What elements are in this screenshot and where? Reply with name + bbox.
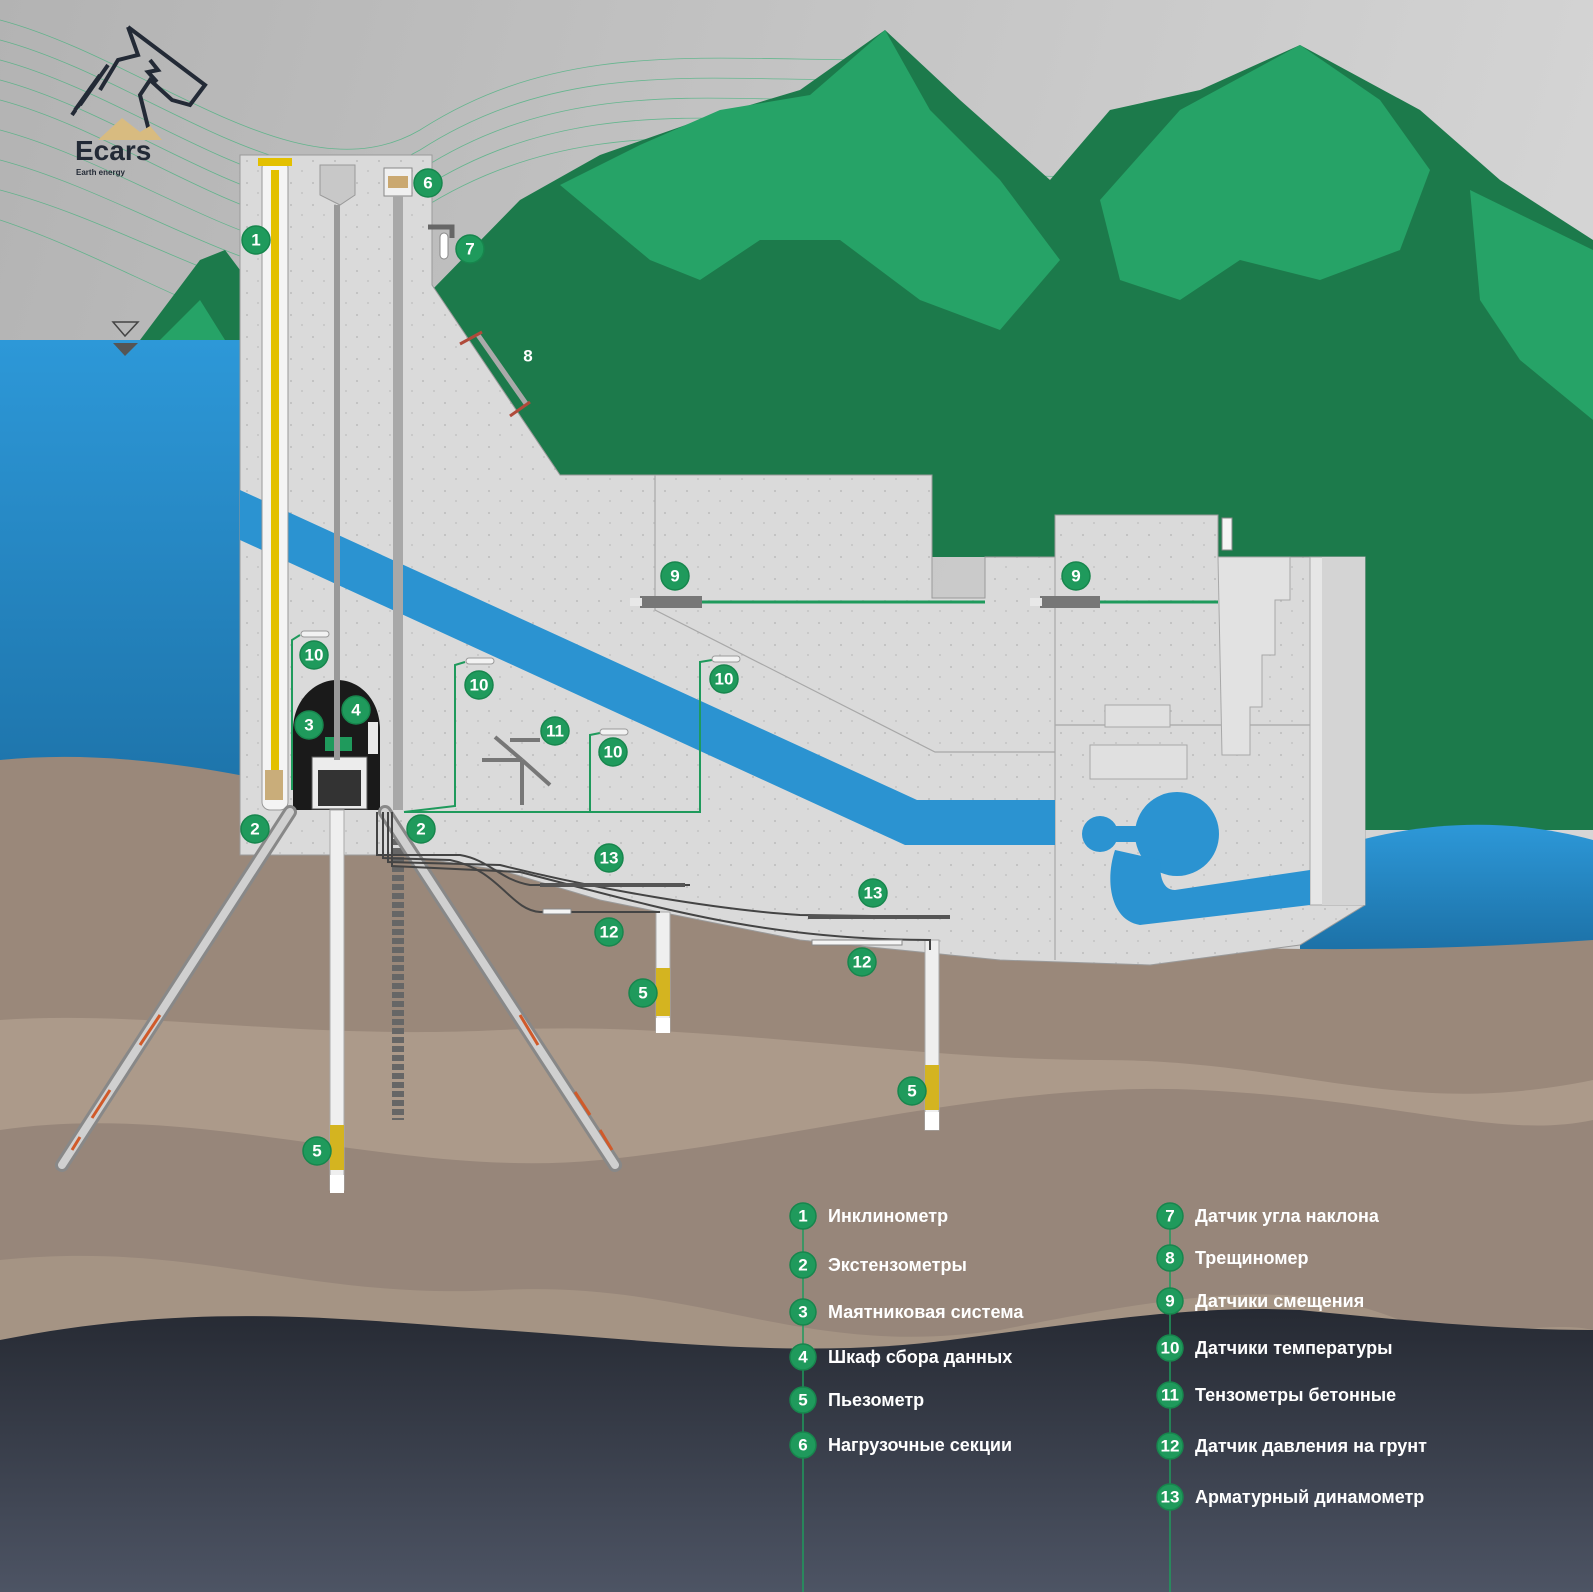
svg-text:12: 12 — [853, 953, 872, 972]
svg-text:6: 6 — [423, 174, 432, 193]
marker-10: 10 — [709, 664, 739, 694]
legend-item: 1 Инклинометр — [789, 1202, 948, 1230]
legend-item: 3 Маятниковая система — [789, 1298, 1024, 1326]
logo-name: Ecars — [75, 135, 151, 166]
horse-logo-icon — [70, 25, 208, 136]
powerhouse-wall — [1217, 556, 1291, 756]
legend-item: 4 Шкаф сбора данных — [789, 1343, 1012, 1371]
marker-5: 5 — [628, 978, 658, 1008]
marker-12: 12 — [847, 947, 877, 977]
svg-text:2: 2 — [250, 820, 259, 839]
marker-2: 2 — [240, 814, 270, 844]
legend-item: 7 Датчик угла наклона — [1156, 1202, 1380, 1230]
svg-text:Датчик угла наклона: Датчик угла наклона — [1195, 1206, 1380, 1226]
svg-text:3: 3 — [304, 716, 313, 735]
legend-item: 2 Экстензометры — [789, 1251, 967, 1279]
diagram-markers: 1 6 7 8 9 9 10 10 10 10 11 3 4 2 2 13 13… — [240, 168, 1091, 1166]
svg-text:1: 1 — [798, 1207, 807, 1226]
svg-text:Пьезометр: Пьезометр — [828, 1390, 924, 1410]
marker-4: 4 — [341, 695, 371, 725]
svg-text:Арматурный динамометр: Арматурный динамометр — [1195, 1487, 1424, 1507]
legend-item: 12 Датчик давления на грунт — [1156, 1432, 1427, 1460]
marker-13: 13 — [594, 843, 624, 873]
svg-text:5: 5 — [798, 1391, 807, 1410]
svg-text:1: 1 — [251, 231, 260, 250]
svg-text:Датчики смещения: Датчики смещения — [1195, 1291, 1364, 1311]
marker-5: 5 — [897, 1076, 927, 1106]
marker-12: 12 — [594, 917, 624, 947]
marker-7: 7 — [455, 234, 485, 264]
marker-10: 10 — [464, 670, 494, 700]
svg-text:12: 12 — [1161, 1437, 1180, 1456]
svg-text:13: 13 — [1161, 1488, 1180, 1507]
svg-text:10: 10 — [305, 646, 324, 665]
legend-item: 5 Пьезометр — [789, 1386, 924, 1414]
svg-text:Нагрузочные секции: Нагрузочные секции — [828, 1435, 1012, 1455]
legend-item: 11 Тензометры бетонные — [1156, 1381, 1396, 1409]
svg-text:9: 9 — [1071, 567, 1080, 586]
mountain-logo-icon — [98, 118, 162, 140]
mountains — [140, 30, 1593, 830]
marker-6: 6 — [413, 168, 443, 198]
marker-13: 13 — [858, 878, 888, 908]
legend-item: 10 Датчики температуры — [1156, 1334, 1392, 1362]
marker-1: 1 — [241, 225, 271, 255]
legend-item: 13 Арматурный динамометр — [1156, 1483, 1424, 1511]
svg-text:6: 6 — [798, 1436, 807, 1455]
svg-text:5: 5 — [312, 1142, 321, 1161]
svg-text:5: 5 — [638, 984, 647, 1003]
svg-text:2: 2 — [416, 820, 425, 839]
svg-text:Инклинометр: Инклинометр — [828, 1206, 948, 1226]
svg-text:4: 4 — [351, 701, 361, 720]
svg-text:8: 8 — [523, 347, 532, 366]
penstock — [240, 490, 1310, 925]
svg-text:4: 4 — [798, 1348, 808, 1367]
svg-text:7: 7 — [1165, 1207, 1174, 1226]
svg-text:Датчики температуры: Датчики температуры — [1195, 1338, 1392, 1358]
logo: Ecars Earth energy — [70, 25, 208, 177]
tailwater — [1300, 824, 1593, 960]
svg-text:9: 9 — [670, 567, 679, 586]
svg-text:13: 13 — [600, 849, 619, 868]
svg-text:Шкаф сбора данных: Шкаф сбора данных — [828, 1347, 1012, 1367]
marker-11: 11 — [540, 716, 570, 746]
svg-text:8: 8 — [1165, 1249, 1174, 1268]
legend-item: 9 Датчики смещения — [1156, 1287, 1364, 1315]
legend-item: 8 Трещиномер — [1156, 1244, 1309, 1272]
marker-2: 2 — [406, 814, 436, 844]
svg-text:Датчик давления на грунт: Датчик давления на грунт — [1195, 1436, 1427, 1456]
svg-text:5: 5 — [907, 1082, 916, 1101]
instruments — [55, 158, 1218, 1193]
svg-text:3: 3 — [798, 1303, 807, 1322]
marker-5: 5 — [302, 1136, 332, 1166]
svg-text:9: 9 — [1165, 1292, 1174, 1311]
marker-9: 9 — [1061, 561, 1091, 591]
svg-text:Тензометры бетонные: Тензометры бетонные — [1195, 1385, 1396, 1405]
legend-item: 6 Нагрузочные секции — [789, 1431, 1012, 1459]
marker-3: 3 — [294, 710, 324, 740]
marker-10: 10 — [299, 640, 329, 670]
svg-text:2: 2 — [798, 1256, 807, 1275]
svg-text:11: 11 — [1161, 1386, 1179, 1405]
svg-text:13: 13 — [864, 884, 883, 903]
legend: 1 Инклинометр 2 Экстензометры 3 Маятниковая… — [789, 1202, 1427, 1592]
svg-text:11: 11 — [546, 722, 564, 741]
svg-text:10: 10 — [715, 670, 734, 689]
svg-text:12: 12 — [600, 923, 619, 942]
logo-tagline: Earth energy — [76, 168, 125, 177]
svg-text:Трещиномер: Трещиномер — [1195, 1248, 1309, 1268]
svg-text:7: 7 — [465, 240, 474, 259]
svg-text:Маятниковая система: Маятниковая система — [828, 1302, 1024, 1322]
svg-text:10: 10 — [604, 743, 623, 762]
svg-text:10: 10 — [1161, 1339, 1180, 1358]
svg-text:10: 10 — [470, 676, 489, 695]
marker-9: 9 — [660, 561, 690, 591]
water-level-icon — [111, 321, 140, 356]
marker-10: 10 — [598, 737, 628, 767]
marker-8: 8 — [523, 347, 532, 366]
svg-text:Экстензометры: Экстензометры — [828, 1255, 967, 1275]
